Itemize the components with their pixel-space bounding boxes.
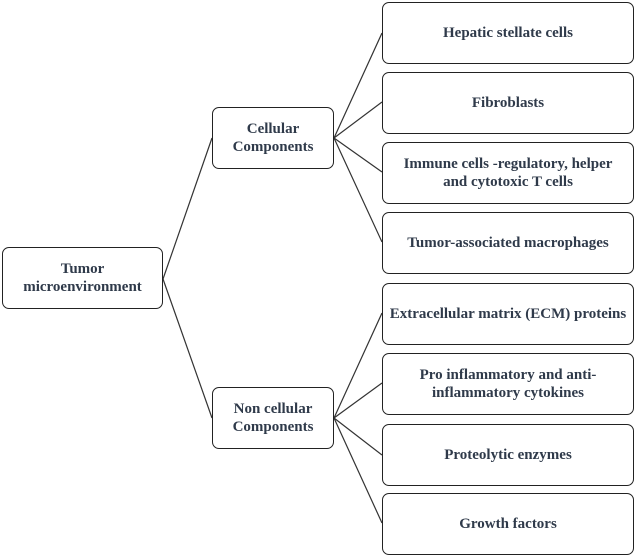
connector-root-cellular xyxy=(162,137,213,280)
branch-noncellular-components: Non cellular Components xyxy=(212,387,334,449)
connector-root-noncellular xyxy=(162,278,213,419)
leaf-tumor-associated-macrophages: Tumor-associated macrophages xyxy=(382,212,634,274)
branch-noncellular-label: Non cellular Components xyxy=(232,401,314,435)
connector-noncellular-child-3 xyxy=(333,417,383,456)
leaf-label: Hepatic stellate cells xyxy=(443,25,573,41)
leaf-label: Growth factors xyxy=(459,516,557,532)
connector-noncellular-child-1 xyxy=(333,312,383,419)
leaf-growth-factors: Growth factors xyxy=(382,493,634,555)
leaf-immune-cells: Immune cells -regulatory, helper and cyt… xyxy=(382,142,634,204)
root-node: Tumor microenvironment xyxy=(2,247,163,309)
connector-noncellular-child-4 xyxy=(333,417,383,524)
leaf-label: Extracellular matrix (ECM) proteins xyxy=(389,306,627,322)
leaf-cytokines: Pro inflammatory and anti- inflammatory … xyxy=(382,353,634,415)
leaf-hepatic-stellate-cells: Hepatic stellate cells xyxy=(382,2,634,64)
leaf-proteolytic-enzymes: Proteolytic enzymes xyxy=(382,424,634,486)
leaf-ecm-proteins: Extracellular matrix (ECM) proteins xyxy=(382,283,634,345)
connector-cellular-child-1 xyxy=(333,32,383,139)
branch-cellular-components: Cellular Components xyxy=(212,107,334,169)
leaf-fibroblasts: Fibroblasts xyxy=(382,72,634,134)
branch-cellular-label: Cellular Components xyxy=(232,121,314,155)
leaf-label: Proteolytic enzymes xyxy=(444,447,572,463)
root-node-label: Tumor microenvironment xyxy=(23,261,142,295)
leaf-label: Fibroblasts xyxy=(471,95,545,111)
connector-noncellular-child-2 xyxy=(333,382,383,419)
connector-cellular-child-3 xyxy=(333,137,383,173)
connector-cellular-child-2 xyxy=(333,101,383,139)
leaf-label: Tumor-associated macrophages xyxy=(407,235,609,251)
leaf-label: Pro inflammatory and anti- inflammatory … xyxy=(419,367,597,401)
leaf-label: Immune cells -regulatory, helper and cyt… xyxy=(403,156,613,190)
connector-cellular-child-4 xyxy=(333,137,383,243)
